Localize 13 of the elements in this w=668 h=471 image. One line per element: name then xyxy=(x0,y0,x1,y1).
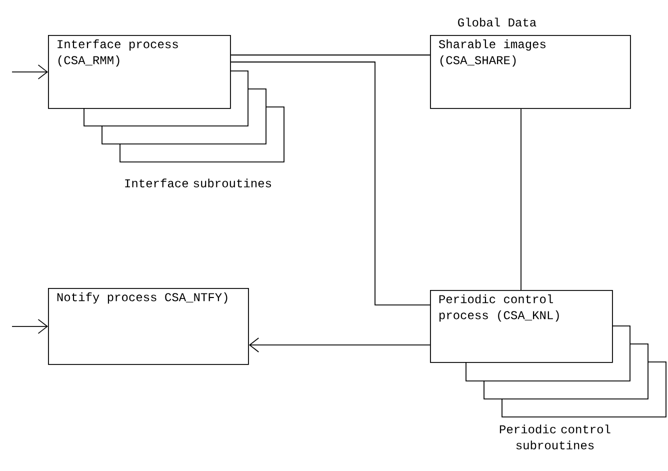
arrow xyxy=(12,64,48,80)
arrow xyxy=(12,319,48,334)
connector-line xyxy=(230,54,430,56)
process-box: Interface process (CSA_RMM) xyxy=(48,34,231,109)
arrow xyxy=(248,338,430,352)
connector-line xyxy=(230,62,430,306)
connector-line xyxy=(520,108,522,290)
stack-label: Periodic control subroutines xyxy=(500,424,610,450)
process-box: Periodic control process (CSA_KNL) xyxy=(430,290,613,363)
heading: Global Data xyxy=(458,18,536,27)
process-box: Notify process CSA_NTFY) xyxy=(48,288,249,365)
stack-label: Interface subroutines xyxy=(125,178,271,188)
process-box: Sharable images (CSA_SHARE) xyxy=(430,34,631,109)
